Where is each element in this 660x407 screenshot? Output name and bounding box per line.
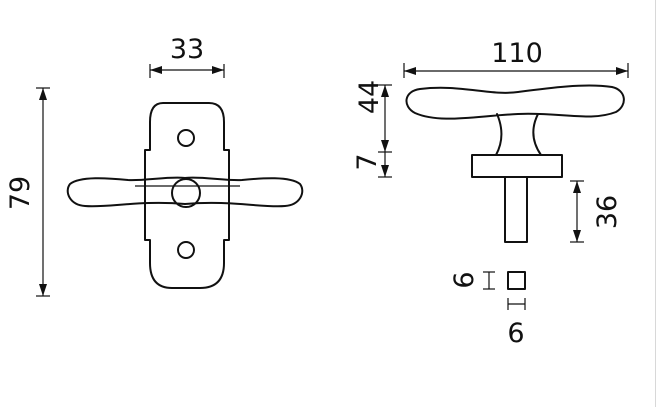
dim-33-arrow-left [150, 66, 162, 74]
dim-44-label: 44 [354, 80, 385, 114]
dim-36-arrow-top [573, 181, 581, 193]
dim-44-arrow-top [381, 85, 389, 97]
front-view: 33 79 [5, 34, 304, 297]
dim-7-arrow-bottom [381, 165, 389, 177]
spindle [504, 176, 528, 243]
spindle-boss [171, 178, 201, 208]
dim-44-arrow-bottom [381, 140, 389, 152]
dim-36-label: 36 [592, 195, 623, 229]
dim-79-arrow-bottom [39, 284, 47, 296]
dim-6-side-label: 6 [449, 271, 480, 288]
dim-36-arrow-bottom [573, 230, 581, 242]
side-view: 110 44 7 36 6 6 [352, 38, 629, 349]
dim-7-label: 7 [352, 153, 383, 170]
dim-33-arrow-right [212, 66, 224, 74]
dim-110-arrow-right [616, 67, 628, 75]
page-edge-line [655, 0, 656, 407]
dim-79-arrow-top [39, 88, 47, 100]
lever-neck [495, 113, 542, 156]
dim-6-width-label: 6 [507, 318, 524, 349]
screw-hole-bottom [177, 241, 195, 259]
screw-hole-top [177, 129, 195, 147]
rosette-plate [144, 102, 230, 289]
spindle-section-square [507, 271, 526, 290]
dim-33-label: 33 [170, 34, 204, 65]
dim-110-arrow-left [404, 67, 416, 75]
dim-110-label: 110 [491, 38, 543, 69]
lever-front [66, 176, 304, 208]
collar [471, 154, 563, 178]
lever-side-grip [405, 84, 625, 120]
dim-79-label: 79 [5, 176, 36, 210]
